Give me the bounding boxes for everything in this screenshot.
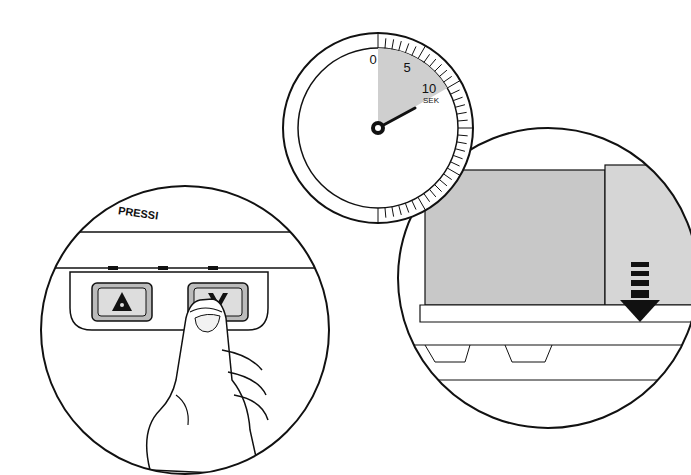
tick-mark	[384, 208, 386, 218]
tick-mark	[435, 185, 442, 192]
tick-mark	[392, 39, 394, 49]
tick-mark	[412, 201, 416, 210]
dial-number: SEK	[423, 97, 439, 105]
tick-mark	[405, 43, 408, 52]
tick-mark	[458, 128, 473, 129]
tick-mark	[378, 33, 379, 48]
tick-mark	[458, 120, 468, 122]
tick-mark	[412, 46, 416, 55]
tick-mark	[447, 168, 460, 176]
tick-mark	[444, 174, 452, 180]
tick-mark	[453, 155, 462, 158]
tick-mark	[458, 134, 468, 136]
tick-mark	[439, 179, 447, 185]
stopwatch	[283, 33, 473, 223]
tick-mark	[455, 105, 465, 108]
tick-mark	[451, 162, 460, 166]
tick-mark	[378, 208, 379, 223]
button-panel-circle: PRESSI	[41, 186, 329, 474]
tick-mark	[439, 70, 447, 76]
tick-mark	[435, 64, 442, 71]
stopwatch-dial: 0 5 10SEK	[283, 33, 473, 223]
panel-label: PRESSI	[118, 205, 159, 222]
tick-mark	[451, 90, 460, 94]
tick-mark	[457, 112, 467, 114]
tick-mark	[453, 97, 462, 100]
tick-mark	[424, 54, 430, 62]
dial-number: 5	[403, 61, 410, 74]
tick-mark	[429, 189, 435, 197]
tick-mark	[444, 76, 452, 82]
tick-mark	[447, 81, 460, 89]
tick-mark	[392, 207, 394, 217]
dial-number: 10	[422, 82, 436, 95]
dial-number: 0	[369, 53, 376, 66]
tick-mark	[384, 38, 386, 48]
tick-mark	[399, 205, 402, 215]
tick-mark	[424, 194, 430, 202]
tick-mark	[455, 149, 465, 152]
tick-mark	[429, 59, 435, 67]
tick-mark	[399, 41, 402, 51]
tick-mark	[418, 197, 426, 210]
tick-mark	[418, 46, 426, 59]
tick-mark	[405, 203, 408, 212]
tick-mark	[457, 142, 467, 144]
